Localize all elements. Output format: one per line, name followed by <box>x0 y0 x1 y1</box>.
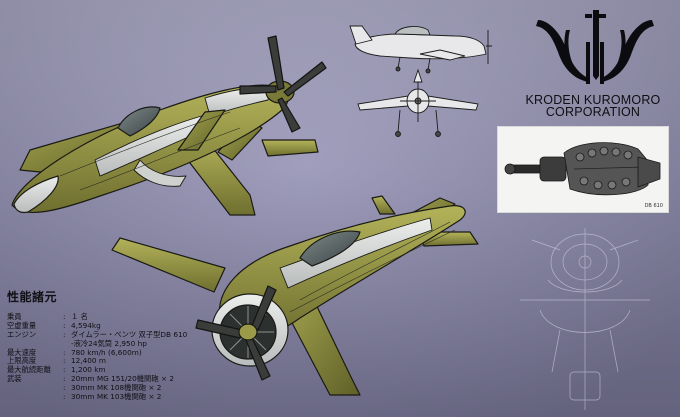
spec-key: エンジン <box>7 329 37 339</box>
upper-intake <box>133 159 187 187</box>
spec-row: 最大速度:780 km/h (6,600m) <box>7 347 142 358</box>
spec-colon: : <box>63 312 66 321</box>
spec-colon: : <box>63 356 66 366</box>
front-gear <box>397 109 439 133</box>
specifications-panel: 性能諸元 乗員:１ 名 空虚重量:4,594kg エンジン:ダイムラー・ベンツ … <box>7 288 187 402</box>
spec-value: -液冷24気筒 2,950 hp <box>71 338 147 348</box>
company-name-line1: KRODEN KUROMORO <box>525 93 661 107</box>
spec-row: 武装:20mm MG 151/20機関砲 × 2 <box>7 374 174 384</box>
spec-colon: : <box>63 365 66 375</box>
engine-photo-caption: DB 610 <box>644 203 663 209</box>
spec-row: 上限高度:12,400 m <box>7 356 106 366</box>
spec-value: 780 km/h (6,600m) <box>71 347 142 357</box>
spec-value: ダイムラー・ベンツ 双子型DB 610 <box>71 329 188 339</box>
aircraft-upper-view <box>11 35 327 216</box>
spec-colon: : <box>63 347 66 357</box>
side-canopy <box>394 26 431 36</box>
spec-colon: : <box>63 329 66 339</box>
front-tail <box>413 68 423 83</box>
spec-value: 1,200 km <box>71 365 106 375</box>
spec-colon: : <box>63 320 66 330</box>
spec-colon: : <box>63 374 66 384</box>
spec-key: 最大速度 <box>7 347 37 357</box>
spec-key: 上限高度 <box>7 356 37 366</box>
aircraft-lower-view <box>111 195 479 396</box>
spec-row: :30mm MK 103機関砲 × 2 <box>7 392 161 402</box>
specs-title: 性能諸元 <box>7 290 58 304</box>
spec-colon: : <box>63 392 66 402</box>
front-view-sketch <box>357 68 479 137</box>
company-name-line2: CORPORATION <box>545 105 641 119</box>
side-fuselage <box>354 33 487 60</box>
spec-value: １ 名 <box>71 312 88 321</box>
spec-value: 30mm MK 108機関砲 × 2 <box>71 383 162 393</box>
upper-tail-right <box>261 139 319 157</box>
upper-vertical-tail <box>177 109 226 151</box>
upper-propeller <box>239 35 327 133</box>
lower-top-fin <box>371 195 396 215</box>
side-vertical-tail <box>349 25 373 45</box>
front-propeller <box>400 80 436 122</box>
side-gear <box>397 56 431 71</box>
spec-key: 最大航続距離 <box>7 365 51 375</box>
upper-canopy <box>117 106 161 137</box>
spec-row: エンジン: ダイムラー・ベンツ 双子型DB 610 <box>7 329 187 340</box>
spec-value: 4,594kg <box>71 320 101 330</box>
spec-row: 乗員:１ 名 <box>7 312 88 322</box>
company-logo-icon <box>536 10 654 84</box>
lower-far-wing <box>111 237 226 293</box>
spec-value: 20mm MG 151/20機関砲 × 2 <box>71 374 175 384</box>
side-view-sketch <box>349 25 492 74</box>
ghost-cutaway-sketch <box>520 228 650 410</box>
spec-colon: : <box>63 383 66 393</box>
lower-canopy <box>299 230 361 267</box>
engine-photo: DB 610 <box>497 126 669 213</box>
spec-key: 空虚重量 <box>7 320 37 330</box>
spec-row: :30mm MK 108機関砲 × 2 <box>7 383 161 393</box>
lower-spinner <box>238 323 258 341</box>
spec-value: 30mm MK 103機関砲 × 2 <box>71 392 162 402</box>
side-wing <box>419 49 466 61</box>
spec-row: 空虚重量:4,594kg <box>7 320 101 331</box>
spec-row: 最大航続距離:1,200 km <box>7 365 106 375</box>
spec-value: 12,400 m <box>71 356 106 366</box>
spec-row: -液冷24気筒 2,950 hp <box>7 339 147 349</box>
spec-key: 乗員 <box>7 312 22 321</box>
engine-illustration <box>504 142 661 196</box>
spec-key: 武装 <box>7 374 22 384</box>
upper-fuselage-panel <box>13 175 59 214</box>
side-propeller <box>486 30 492 64</box>
